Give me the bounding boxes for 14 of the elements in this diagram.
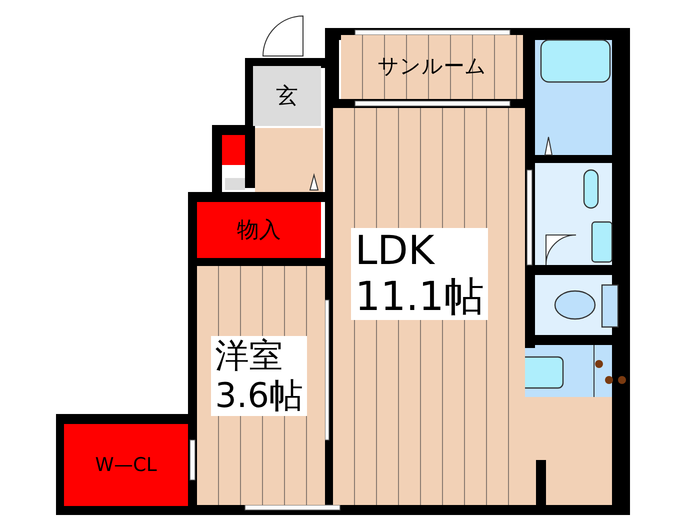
room: [197, 266, 325, 505]
room: [64, 424, 188, 506]
room-label: サンルーム: [378, 53, 486, 80]
room: [341, 35, 523, 99]
room: [197, 202, 321, 258]
room-label: W—CL: [95, 452, 157, 478]
room-label: 物入: [237, 216, 281, 244]
room-label: LDK: [355, 228, 436, 274]
room-label: 玄: [276, 82, 298, 110]
room-label: 洋室: [215, 336, 284, 376]
room-label: 11.1帖: [355, 274, 484, 320]
room-label: 3.6帖: [215, 376, 304, 416]
room: [253, 66, 321, 126]
room: [333, 108, 525, 505]
